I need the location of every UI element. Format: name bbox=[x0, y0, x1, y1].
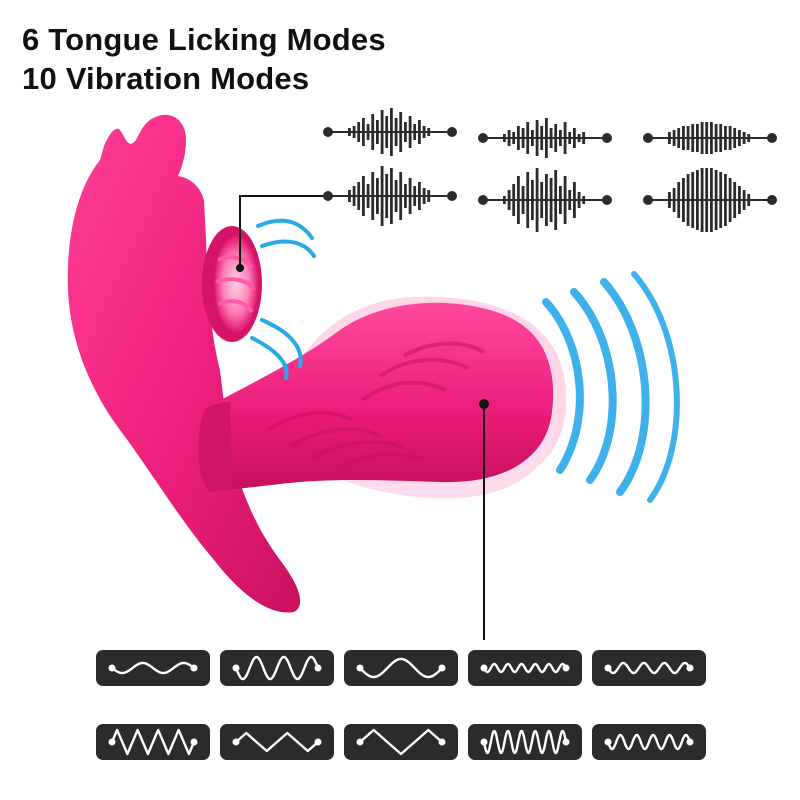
vibration-mode-10-icon bbox=[592, 724, 706, 760]
headline-licking-modes: 6 Tongue Licking Modes bbox=[22, 22, 386, 57]
licking-modes-panel bbox=[323, 108, 777, 232]
licking-mode-1-icon bbox=[323, 108, 457, 156]
vibration-mode-2-icon bbox=[220, 650, 334, 686]
vibration-mode-3-icon bbox=[344, 650, 458, 686]
vibration-motion-waves bbox=[542, 271, 680, 503]
vibration-mode-7-icon bbox=[220, 724, 334, 760]
vibration-mode-6-icon bbox=[96, 724, 210, 760]
vibration-mode-4-icon bbox=[468, 650, 582, 686]
licking-mode-6-icon bbox=[643, 168, 777, 232]
vibration-mode-5-icon bbox=[592, 650, 706, 686]
suction-head bbox=[202, 226, 262, 342]
licking-mode-4-icon bbox=[323, 166, 457, 226]
vibration-mode-1-icon bbox=[96, 650, 210, 686]
suction-motion-waves bbox=[250, 218, 316, 380]
licking-mode-3-icon bbox=[643, 122, 777, 154]
headline-vibration-modes: 10 Vibration Modes bbox=[22, 61, 310, 96]
licking-mode-2-icon bbox=[478, 118, 612, 158]
callout-lines bbox=[239, 195, 485, 640]
vibration-mode-9-icon bbox=[468, 724, 582, 760]
licking-mode-5-icon bbox=[478, 168, 612, 232]
vibration-mode-8-icon bbox=[344, 724, 458, 760]
callout-dot-insertable bbox=[479, 399, 489, 409]
headline: 6 Tongue Licking Modes 10 Vibration Mode… bbox=[22, 20, 386, 98]
product-body bbox=[67, 114, 301, 613]
insertable-shaft bbox=[198, 302, 554, 492]
